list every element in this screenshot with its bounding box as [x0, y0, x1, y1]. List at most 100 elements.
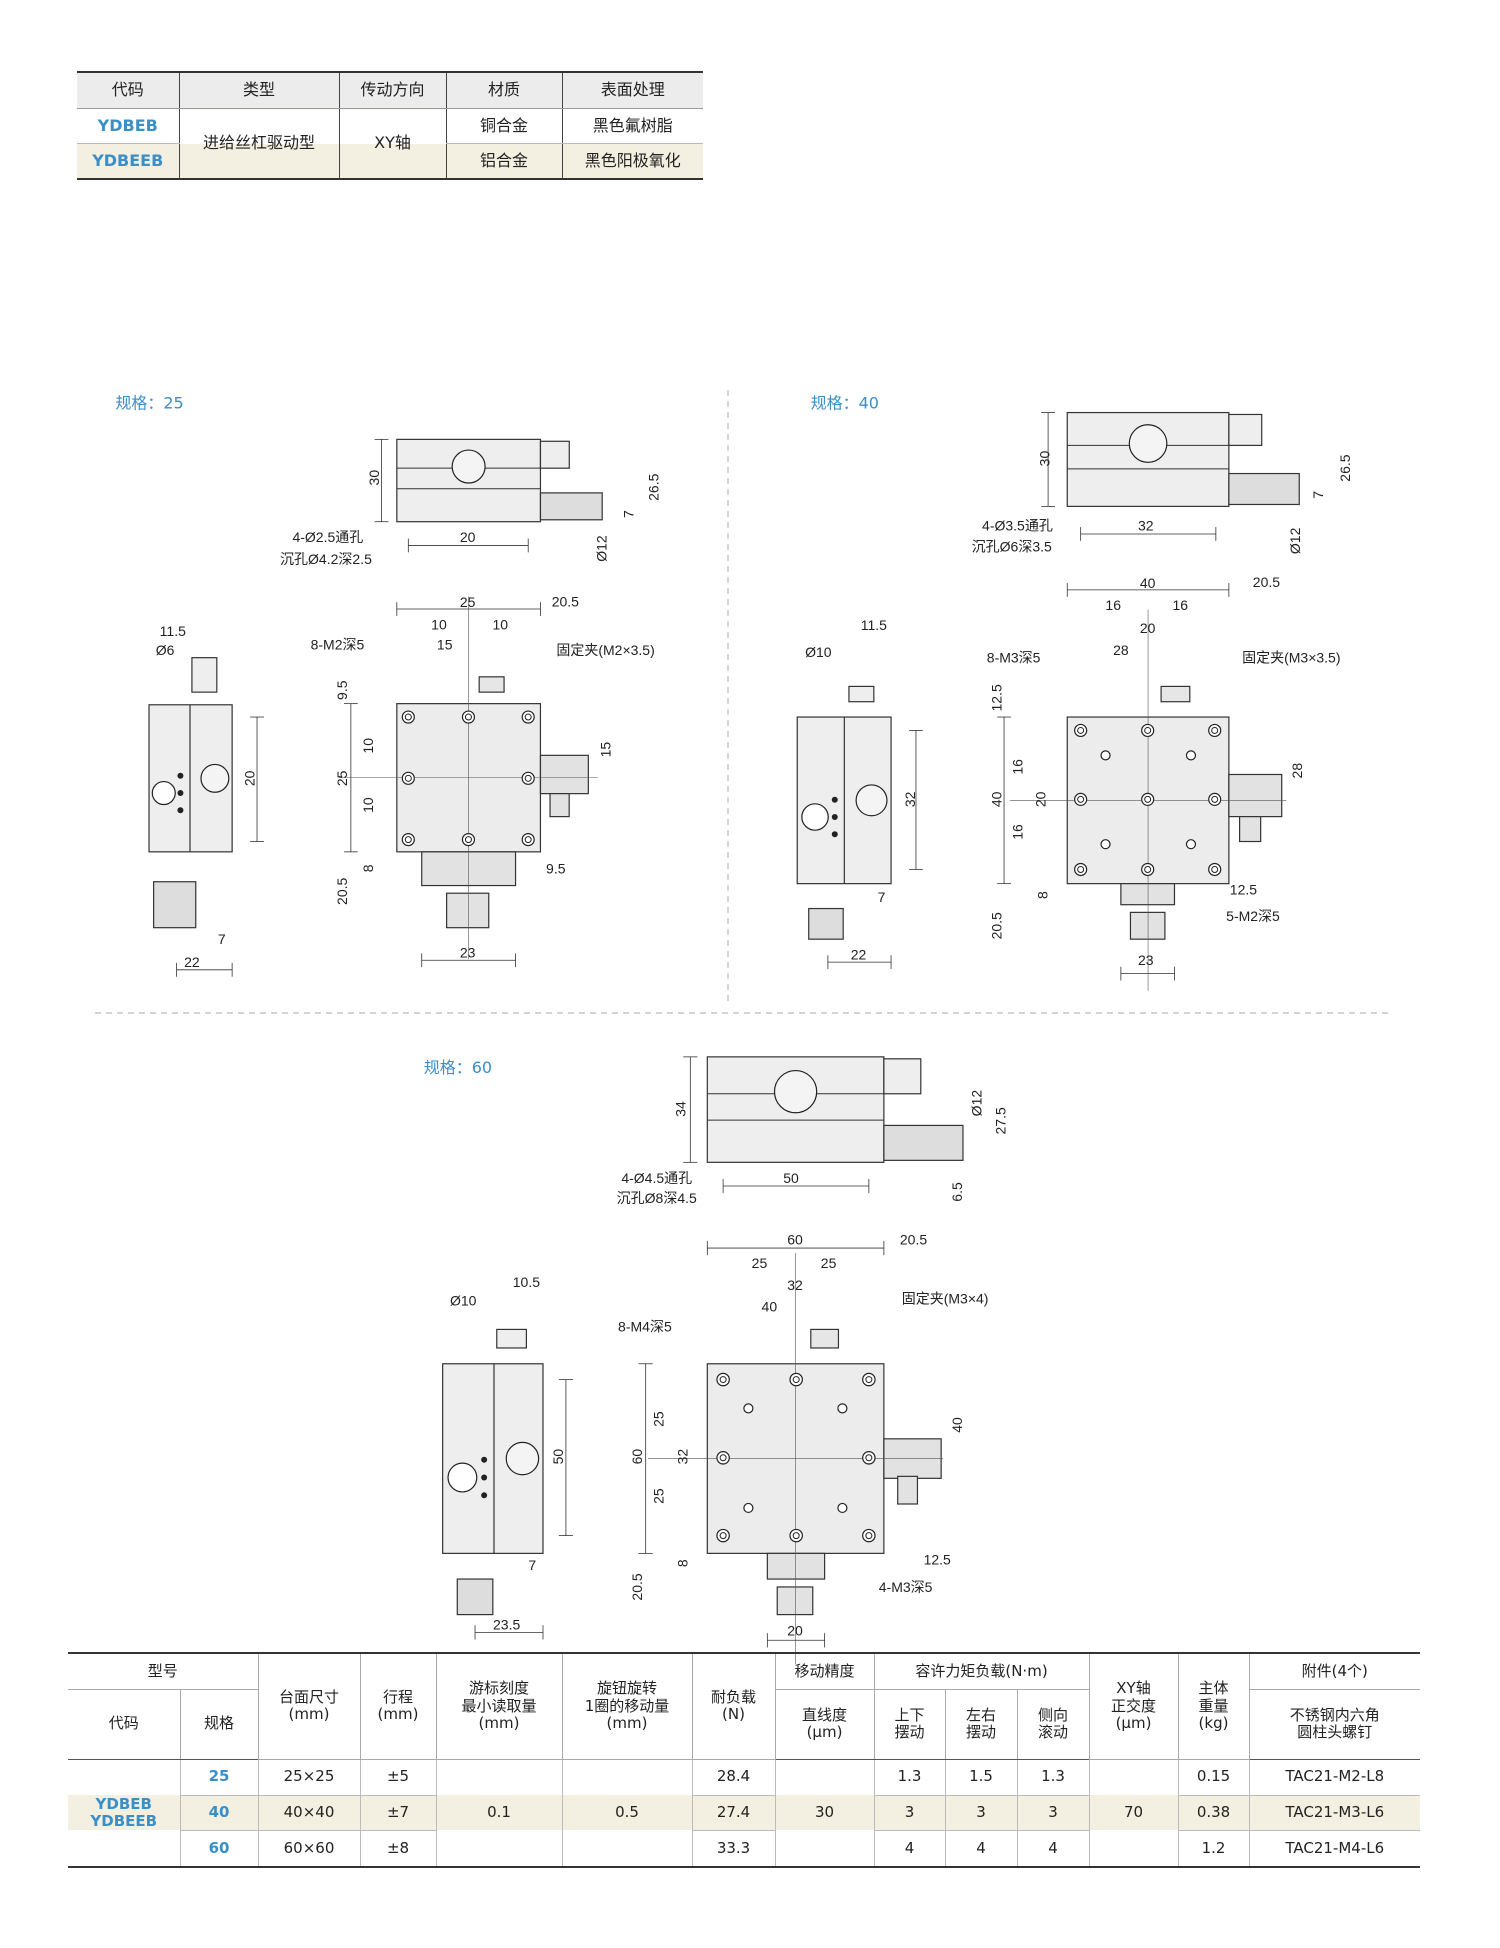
- indicator-dot-icon: [831, 814, 838, 821]
- accessory-cell: TAC21-M2-L8: [1248, 1758, 1421, 1796]
- micrometer-head-icon: [855, 784, 888, 817]
- vernier-dial-icon: [801, 803, 829, 831]
- hole-thread-icon: [719, 1532, 727, 1540]
- stroke-cell: ±8: [359, 1829, 437, 1868]
- feed-knob-top: [1228, 472, 1300, 506]
- weight-cell: 0.15: [1177, 1758, 1250, 1796]
- header-moment: 容许力矩负载(N·m): [873, 1653, 1090, 1690]
- dimension-label: 22: [184, 954, 200, 970]
- clamp-knob-top: [539, 440, 570, 469]
- table-row: 60 60×60 ±8 33.3 4 4 4 1.2 TAC21-M4-L6: [68, 1829, 1421, 1868]
- micrometer-head-icon: [451, 449, 486, 484]
- hole-thread-icon: [1144, 795, 1152, 803]
- indicator-dot-icon: [177, 807, 184, 814]
- hole-thread-icon: [865, 1532, 873, 1540]
- accessory-cell: TAC21-M4-L6: [1248, 1829, 1421, 1868]
- indicator-dot-icon: [177, 790, 184, 797]
- accessory-cell: TAC21-M3-L6: [1248, 1794, 1421, 1831]
- dimension-label: 20: [1032, 791, 1048, 807]
- vernier-dial-icon: [151, 780, 176, 806]
- hole-thread-icon: [1144, 865, 1152, 873]
- material-cell: 铜合金: [445, 108, 562, 144]
- material-cell: 铝合金: [445, 143, 562, 180]
- mounting-hole-icon: [521, 771, 535, 785]
- indicator-dot-icon: [831, 831, 838, 838]
- dimension-label: Ø12: [594, 535, 610, 562]
- dimension-label: 5-M2深5: [1226, 908, 1280, 924]
- dimension-label: 10: [360, 797, 376, 813]
- small-hole-icon: [1185, 839, 1197, 850]
- hole-thread-icon: [719, 1376, 727, 1384]
- hole-thread-icon: [1077, 726, 1085, 734]
- hole-thread-icon: [865, 1454, 873, 1462]
- mounting-hole-icon: [1074, 862, 1088, 877]
- hole-thread-icon: [404, 774, 412, 782]
- hole-thread-icon: [719, 1454, 727, 1462]
- hole-thread-icon: [404, 713, 412, 721]
- dimension-label: 40: [1140, 575, 1156, 591]
- dimension-label: 4-Ø2.5通孔: [292, 529, 363, 545]
- spec-table: 代码 类型 传动方向 材质 表面处理 YDBEB 进给丝杠驱动型 XY轴 铜合金…: [77, 71, 703, 180]
- yaw-cell: 3: [944, 1794, 1018, 1831]
- dimension-label: 20: [241, 770, 257, 786]
- small-hole-icon: [837, 1502, 848, 1514]
- dimension-label: 20.5: [552, 593, 579, 609]
- hole-thread-icon: [524, 713, 532, 721]
- dimension-label: 32: [674, 1449, 690, 1465]
- header-accuracy: 移动精度: [774, 1653, 875, 1690]
- performance-table: 型号 台面尺寸 (mm) 行程 (mm) 游标刻度 最小读取量 (mm) 旋钮旋…: [68, 1652, 1421, 1868]
- dimension-label: 22: [851, 947, 867, 963]
- dimension-label: 32: [787, 1277, 803, 1293]
- feed-knob-bottom: [446, 892, 490, 929]
- dimension-label: 40: [949, 1417, 965, 1433]
- load-cell: 28.4: [691, 1758, 776, 1796]
- stroke-cell: ±7: [359, 1794, 437, 1831]
- weight-cell: 1.2: [1177, 1829, 1250, 1868]
- dimension-label: 27.5: [992, 1107, 1008, 1134]
- mounting-hole-icon: [1208, 862, 1222, 877]
- dimension-label: 32: [902, 791, 918, 807]
- surface-cell: 黑色氟树脂: [561, 108, 703, 144]
- mounting-hole-icon: [862, 1372, 876, 1387]
- hole-thread-icon: [524, 774, 532, 782]
- pitch-cell: 4: [873, 1829, 946, 1868]
- orthogonality-cell: 70: [1088, 1758, 1179, 1868]
- mounting-hole-icon: [1208, 792, 1222, 806]
- small-hole-icon: [837, 1403, 848, 1414]
- load-cell: 27.4: [691, 1794, 776, 1831]
- header-spec: 规格: [179, 1689, 259, 1760]
- header-screw: 不锈钢内六角 圆柱头螺钉: [1248, 1689, 1421, 1760]
- dimension-label: 23: [1138, 952, 1154, 968]
- dimension-label: 20.5: [1253, 574, 1280, 590]
- mounting-hole-icon: [401, 710, 415, 724]
- header-stroke: 行程 (mm): [359, 1653, 437, 1760]
- code-cell: YDBEB YDBEEB: [68, 1758, 181, 1868]
- roll-cell: 3: [1016, 1794, 1090, 1831]
- header-yaw: 左右 摆动: [944, 1689, 1018, 1760]
- clamp-screw: [810, 1328, 840, 1349]
- spec-title: 规格：40: [811, 393, 879, 412]
- dimension-label: Ø10: [805, 644, 832, 660]
- dimension-label: 10: [431, 616, 447, 632]
- hole-thread-icon: [865, 1376, 873, 1384]
- side-clamp-knob: [496, 1328, 527, 1349]
- size-cell: 40×40: [257, 1794, 361, 1831]
- stroke-cell: ±5: [359, 1758, 437, 1796]
- clamp-knob-top: [883, 1058, 922, 1095]
- dimension-label: 6.5: [949, 1182, 965, 1202]
- micrometer-head-icon: [505, 1441, 540, 1476]
- header-code: 代码: [68, 1689, 181, 1760]
- dimension-label: 7: [218, 931, 226, 947]
- dimension-label: 沉孔Ø6深3.5: [972, 539, 1052, 555]
- clamp-screw: [1160, 685, 1191, 703]
- dimension-label: 23: [460, 945, 476, 961]
- mounting-hole-icon: [461, 833, 476, 847]
- header-pitch: 上下 摆动: [873, 1689, 946, 1760]
- header-row: 型号 台面尺寸 (mm) 行程 (mm) 游标刻度 最小读取量 (mm) 旋钮旋…: [68, 1653, 1421, 1760]
- feed-knob-right: [539, 754, 589, 795]
- table-row: YDBEEB 铝合金 黑色阳极氧化: [77, 143, 703, 180]
- dimension-label: 7: [878, 889, 886, 905]
- mounting-hole-icon: [401, 771, 415, 785]
- dimension-label: 固定夹(M2×3.5): [556, 642, 654, 658]
- dimension-label: 20.5: [629, 1573, 645, 1600]
